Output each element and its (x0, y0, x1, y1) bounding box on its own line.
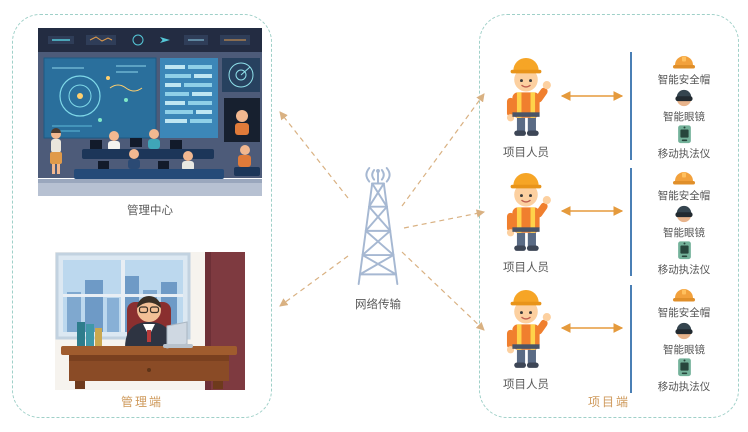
network-caption: 网络传输 (355, 299, 401, 311)
smart-helmet-icon (672, 287, 696, 303)
management-section-box: 管理端 (12, 14, 272, 418)
device-label: 移动执法仪 (657, 264, 711, 276)
dashed-connector-worker-3 (401, 251, 485, 331)
construction-worker-icon (497, 282, 555, 374)
device-group-bar (630, 168, 632, 276)
device-item: 智能安全帽 (657, 166, 711, 203)
device-item: 移动执法仪 (657, 124, 711, 161)
device-item: 移动执法仪 (657, 357, 711, 394)
worker-caption: 项目人员 (503, 262, 549, 274)
device-label: 智能眼镜 (663, 344, 705, 356)
smart-helmet-icon (672, 54, 696, 70)
device-label: 智能安全帽 (657, 307, 711, 319)
device-item: 智能安全帽 (657, 283, 711, 320)
device-item: 智能安全帽 (657, 50, 711, 87)
construction-worker-icon (497, 165, 555, 257)
device-label: 移动执法仪 (657, 381, 711, 393)
device-label: 移动执法仪 (657, 148, 711, 160)
device-group-bar (630, 285, 632, 393)
device-group: 智能安全帽 智能眼镜 移动执法仪 (630, 166, 732, 277)
mobile-recorder-icon (677, 240, 692, 260)
project-section-label: 项目端 (587, 395, 630, 409)
device-label: 智能安全帽 (657, 74, 711, 86)
dashed-connector-management-top (279, 111, 349, 199)
device-label: 智能眼镜 (663, 111, 705, 123)
device-item: 移动执法仪 (657, 240, 711, 277)
transmission-tower-icon (357, 167, 399, 285)
device-group: 智能安全帽 智能眼镜 移动执法仪 (630, 50, 732, 161)
device-group: 智能安全帽 智能眼镜 移动执法仪 (630, 283, 732, 394)
smart-glasses-icon (674, 89, 694, 107)
worker-caption: 项目人员 (503, 147, 549, 159)
control-center-caption: 管理中心 (127, 205, 173, 217)
device-group-bar (630, 52, 632, 160)
office-desk-illustration (55, 252, 245, 390)
device-item: 智能眼镜 (663, 87, 705, 124)
smart-glasses-icon (674, 205, 694, 223)
dashed-connector-worker-2 (403, 209, 486, 229)
device-item: 智能眼镜 (663, 203, 705, 240)
device-item: 智能眼镜 (663, 320, 705, 357)
mobile-recorder-icon (677, 357, 692, 377)
smart-helmet-icon (672, 170, 696, 186)
device-label: 智能眼镜 (663, 227, 705, 239)
control-room-illustration (38, 28, 262, 196)
management-section-label: 管理端 (120, 395, 163, 409)
worker-caption: 项目人员 (503, 379, 549, 391)
smart-glasses-icon (674, 322, 694, 340)
construction-worker-icon (497, 50, 555, 142)
device-label: 智能安全帽 (657, 190, 711, 202)
mobile-recorder-icon (677, 124, 692, 144)
dashed-connector-worker-1 (401, 93, 485, 207)
